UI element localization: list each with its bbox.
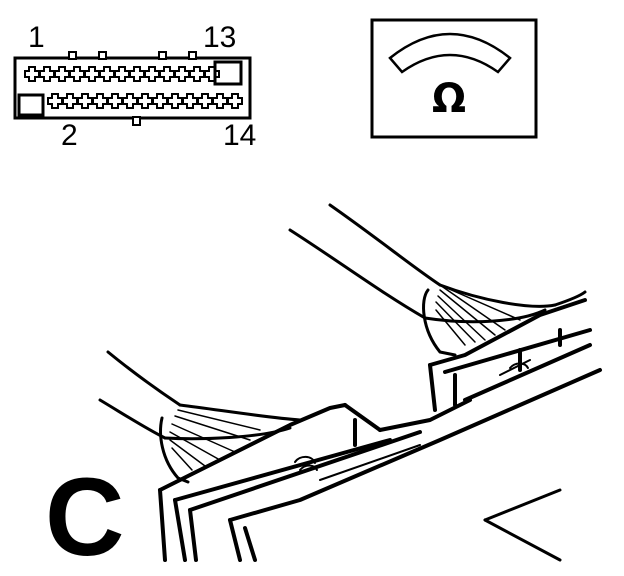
pin-cavity-b5	[107, 93, 123, 109]
connector-latches	[68, 51, 197, 126]
pin-cavity-t8	[129, 66, 145, 82]
pin-cavity-b13	[227, 93, 243, 109]
pin-cavity-b2	[62, 93, 78, 109]
pin-label-1: 1	[28, 21, 45, 54]
pin-cavity-b12	[212, 93, 228, 109]
pin-cavity-b3	[77, 93, 93, 109]
meter-frame	[370, 18, 538, 139]
pin-cavity-b11	[197, 93, 213, 109]
key-cavity-top	[213, 60, 243, 86]
key-cavity-bottom	[17, 93, 45, 117]
rear-wire-harness	[288, 203, 587, 357]
pin-cavity-t3	[54, 66, 70, 82]
receptacle-edge	[483, 488, 562, 562]
pin-cavity-t11	[174, 66, 190, 82]
pin-label-2: 2	[61, 119, 78, 152]
ohmmeter-icon: Ω	[370, 18, 538, 139]
pin-cavity-b8	[152, 93, 168, 109]
pin-label-14: 14	[223, 119, 256, 152]
connector-assembly-drawing	[98, 203, 602, 562]
front-connector-body	[158, 368, 602, 562]
pin-cavity-b1	[47, 93, 63, 109]
pin-cavity-t5	[84, 66, 100, 82]
front-wire-harness	[98, 350, 302, 484]
pin-label-13: 13	[203, 21, 236, 54]
pin-cavity-b4	[92, 93, 108, 109]
pin-cavity-b9	[167, 93, 183, 109]
rear-connector-body	[428, 298, 592, 412]
meter-scale-arc	[388, 32, 512, 74]
pin-cavity-t1	[24, 66, 40, 82]
pin-cavity-t12	[189, 66, 205, 82]
pin-cavity-b7	[137, 93, 153, 109]
connector-pinout: 1 13 2 14	[13, 21, 256, 152]
view-label: C	[45, 456, 124, 576]
pin-cavity-b6	[122, 93, 138, 109]
pin-cavity-t4	[69, 66, 85, 82]
pin-cavity-t7	[114, 66, 130, 82]
pin-cavity-t10	[159, 66, 175, 82]
pin-cavity-t9	[144, 66, 160, 82]
ohm-symbol: Ω	[432, 76, 466, 122]
connector-pins	[24, 66, 243, 109]
pin-cavity-t13	[204, 66, 220, 82]
pin-cavity-t6	[99, 66, 115, 82]
pin-cavity-b10	[182, 93, 198, 109]
pin-cavity-t2	[39, 66, 55, 82]
